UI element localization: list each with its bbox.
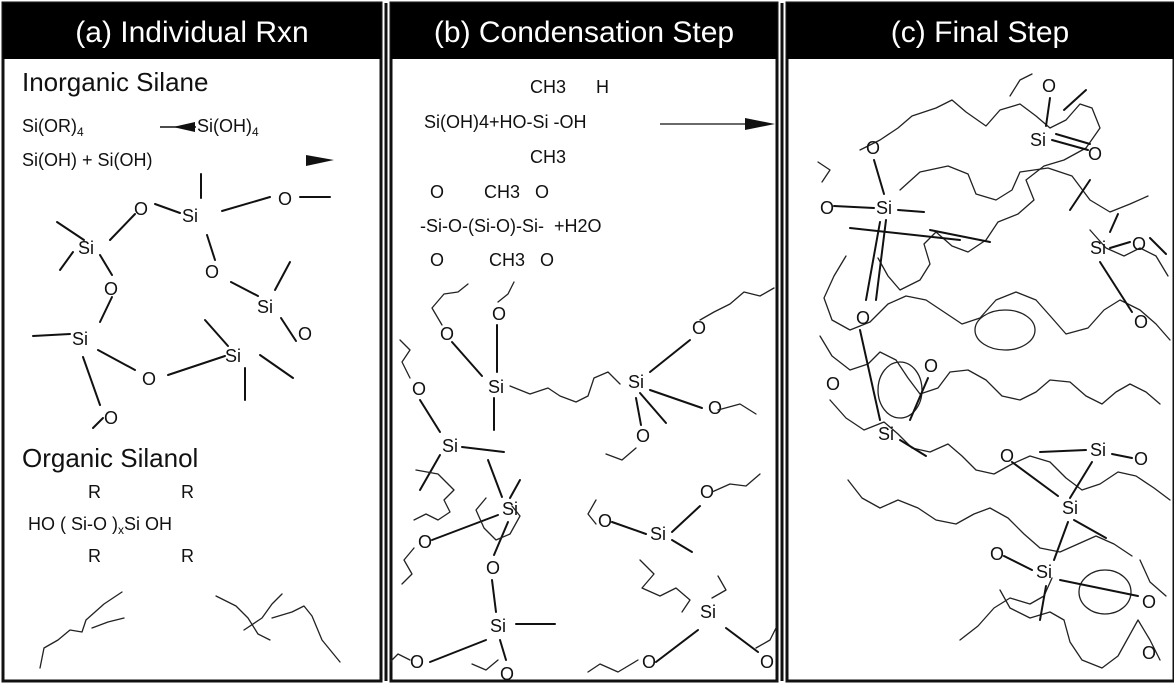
svg-text:O: O <box>418 532 432 552</box>
svg-text:O: O <box>598 511 612 531</box>
eq1-left: Si(OR)4 <box>22 116 84 139</box>
inorganic-network: O Si O Si O Si O O Si O Si O <box>32 173 331 429</box>
product-bottom-row: O CH3 O <box>430 250 554 270</box>
svg-text:Si: Si <box>1062 498 1078 518</box>
condensation-network: O O Si O Si Si O O O Si O O Si O O O Si … <box>389 281 777 684</box>
svg-text:O: O <box>708 398 722 418</box>
svg-text:O: O <box>410 652 424 672</box>
svg-text:O: O <box>1132 234 1146 254</box>
svg-text:O: O <box>1142 592 1156 612</box>
svg-text:O: O <box>636 426 650 446</box>
organic-chain-1 <box>39 591 125 669</box>
panel-a-title: (a) Individual Rxn <box>75 16 308 49</box>
panel-a-frame <box>1 1 383 683</box>
svg-text:Si: Si <box>442 436 458 456</box>
svg-text:Si: Si <box>257 297 273 317</box>
svg-text:O: O <box>826 374 840 394</box>
svg-text:Si: Si <box>1090 238 1106 258</box>
svg-text:O: O <box>104 408 118 428</box>
panel-c-title: (c) Final Step <box>891 16 1069 49</box>
svg-text:Si: Si <box>1090 440 1106 460</box>
svg-text:Si: Si <box>628 372 644 392</box>
svg-text:Si: Si <box>1036 562 1052 582</box>
product-middle-row: -Si-O-(Si-O)-Si- +H2O <box>420 216 602 236</box>
svg-text:O: O <box>1088 144 1102 164</box>
svg-text:Si: Si <box>502 499 518 519</box>
svg-text:O: O <box>760 652 774 672</box>
eq2-arrow <box>306 155 334 166</box>
svg-text:O: O <box>1042 76 1056 96</box>
svg-text:Si: Si <box>72 329 88 349</box>
silanol-middle-row: HO ( Si-O )xSi OH <box>28 514 172 537</box>
svg-text:Si: Si <box>225 346 241 366</box>
panel-c-header-bar <box>787 3 1174 59</box>
condensation-eq-middle: Si(OH)4+HO-Si -OH <box>424 112 587 132</box>
product-top-row: O CH3 O <box>430 182 549 202</box>
organic-chain-2 <box>215 593 341 663</box>
eq2: Si(OH) + Si(OH) <box>22 150 153 170</box>
svg-text:O: O <box>990 544 1004 564</box>
silanol-top-row: R R <box>88 482 194 502</box>
svg-text:O: O <box>924 356 938 376</box>
svg-text:O: O <box>1000 446 1014 466</box>
condensation-arrow-head <box>745 118 775 130</box>
svg-text:O: O <box>642 652 656 672</box>
svg-text:O: O <box>692 318 706 338</box>
svg-text:Si: Si <box>488 377 504 397</box>
svg-text:Si: Si <box>78 238 94 258</box>
svg-text:O: O <box>1134 312 1148 332</box>
condensation-eq-bottom: CH3 <box>530 147 566 167</box>
svg-text:O: O <box>1134 449 1148 469</box>
condensation-eq-top: CH3 H <box>530 77 609 97</box>
panel-b-title: (b) Condensation Step <box>434 16 734 49</box>
svg-text:O: O <box>278 189 292 209</box>
svg-text:Si: Si <box>878 424 894 444</box>
panel-b-header-bar <box>391 3 777 59</box>
svg-text:O: O <box>440 324 454 344</box>
svg-text:O: O <box>856 308 870 328</box>
svg-text:Si: Si <box>490 616 506 636</box>
silanol-bottom-row: R R <box>88 546 194 566</box>
svg-text:O: O <box>820 198 834 218</box>
svg-text:O: O <box>492 304 506 324</box>
svg-text:O: O <box>298 324 312 344</box>
eq1-right: Si(OH)4 <box>197 116 259 139</box>
svg-text:O: O <box>700 482 714 502</box>
svg-text:O: O <box>866 138 880 158</box>
inorganic-silane-heading: Inorganic Silane <box>22 67 208 97</box>
svg-text:Si: Si <box>182 206 198 226</box>
svg-text:O: O <box>1142 643 1156 663</box>
svg-text:O: O <box>486 558 500 578</box>
svg-text:Si: Si <box>876 198 892 218</box>
svg-text:O: O <box>104 279 118 299</box>
panel-a-header-bar <box>3 3 381 59</box>
svg-text:O: O <box>134 199 148 219</box>
final-crosslinked-network: O Si O O O Si Si O O O O O Si Si O O Si … <box>817 73 1171 669</box>
svg-text:O: O <box>205 262 219 282</box>
organic-silanol-heading: Organic Silanol <box>22 443 198 473</box>
svg-text:Si: Si <box>650 524 666 544</box>
svg-text:Si: Si <box>1030 130 1046 150</box>
svg-text:O: O <box>142 369 156 389</box>
svg-text:Si: Si <box>700 602 716 622</box>
svg-text:O: O <box>500 664 514 684</box>
svg-text:O: O <box>412 379 426 399</box>
